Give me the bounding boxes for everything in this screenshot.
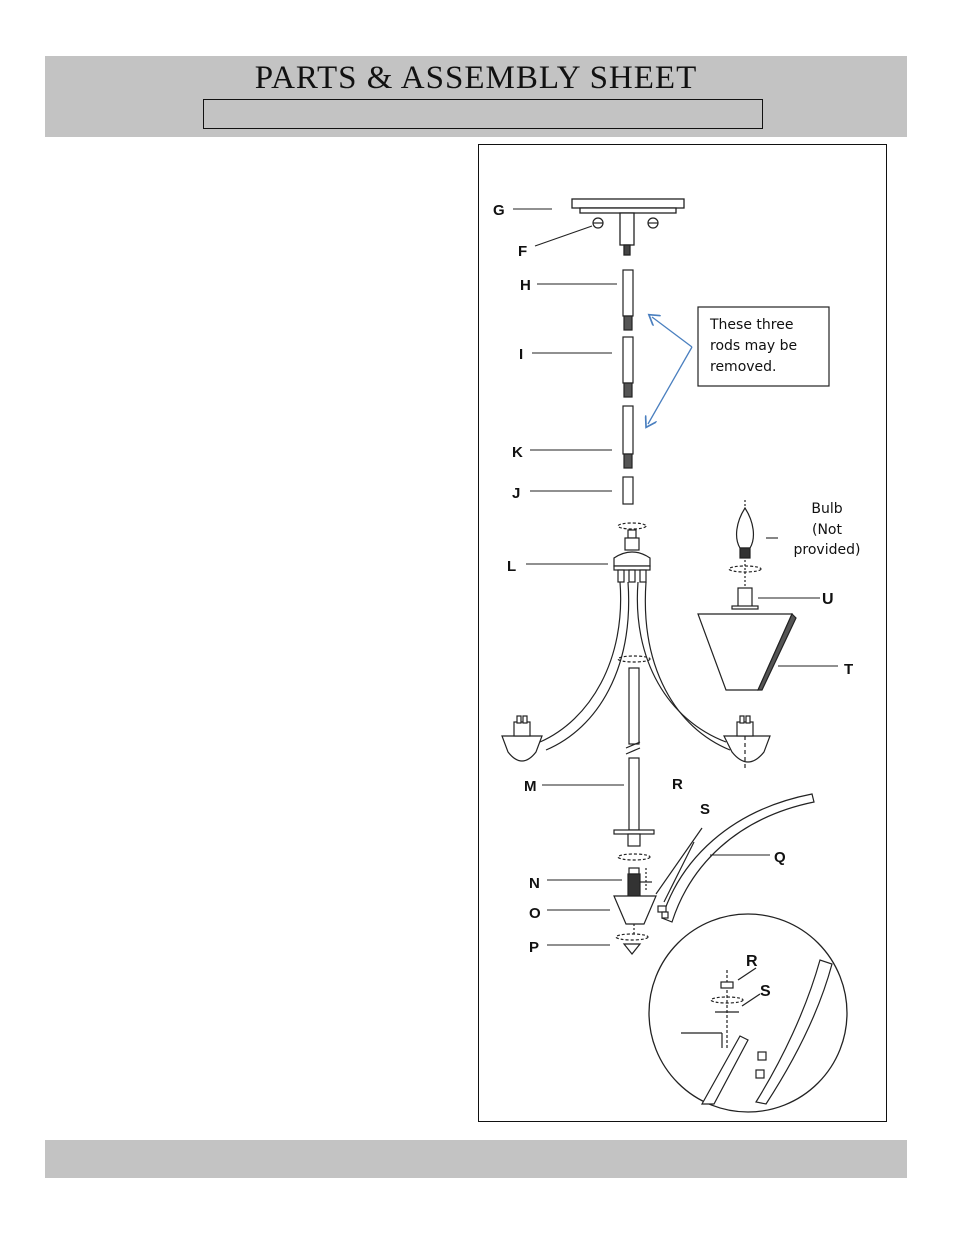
rod-part-h: [622, 269, 634, 331]
finial-part-p: [615, 933, 649, 955]
leader-lines: [513, 208, 838, 946]
bulb-note: Bulb (Not provided): [794, 501, 861, 558]
coupler-part-j: [622, 476, 634, 505]
bulb-note-line-2: (Not: [812, 522, 843, 538]
rod-part-k: [622, 405, 634, 469]
header-band: PARTS & ASSEMBLY SHEET: [45, 56, 907, 137]
center-pipe-part-m: [613, 655, 655, 861]
label-p: P: [529, 939, 539, 956]
label-s: S: [700, 801, 710, 818]
label-f: F: [518, 243, 527, 260]
bottom-cup-part-o: [613, 895, 657, 934]
label-l: L: [507, 558, 516, 575]
label-j: J: [512, 485, 520, 502]
note-line-3: removed.: [710, 359, 777, 375]
subtitle-box: [203, 99, 763, 129]
arms: [539, 581, 731, 751]
shade-part-t: [697, 612, 797, 691]
label-t: T: [844, 661, 853, 678]
arm-cup-left: [501, 715, 543, 762]
label-h: H: [520, 277, 531, 294]
label-q: Q: [774, 849, 786, 866]
label-m: M: [524, 778, 537, 795]
detail-label-r: R: [746, 953, 758, 970]
cup-part-u: [731, 587, 759, 610]
nipple-part-n: [627, 867, 641, 897]
note-line-2: rods may be: [710, 338, 797, 354]
rod-part-i: [622, 336, 634, 398]
label-k: K: [512, 444, 523, 461]
detail-label-s: S: [760, 983, 771, 1000]
canopy-part-g: [571, 198, 685, 256]
screws-part-f: [592, 217, 659, 229]
bulb: [728, 500, 762, 588]
arm-cup-right: [723, 715, 771, 770]
label-g: G: [493, 202, 505, 219]
label-o: O: [529, 905, 541, 922]
small-parts-r-s: [640, 827, 703, 903]
detail-circle: R S: [648, 913, 848, 1113]
bulb-note-line-1: Bulb: [811, 501, 842, 517]
label-r: R: [672, 776, 683, 793]
arm-part-q: [657, 793, 815, 923]
label-n: N: [529, 875, 540, 892]
body-part-l: [613, 522, 651, 583]
footer-band: [45, 1140, 907, 1178]
label-i: I: [519, 346, 523, 363]
note-line-1: These three: [709, 317, 793, 333]
page-title: PARTS & ASSEMBLY SHEET: [254, 60, 698, 96]
note-arrows: [648, 317, 693, 424]
label-u: U: [822, 591, 834, 608]
bulb-note-line-3: provided): [794, 542, 861, 558]
rods-note: These three rods may be removed.: [697, 306, 830, 387]
